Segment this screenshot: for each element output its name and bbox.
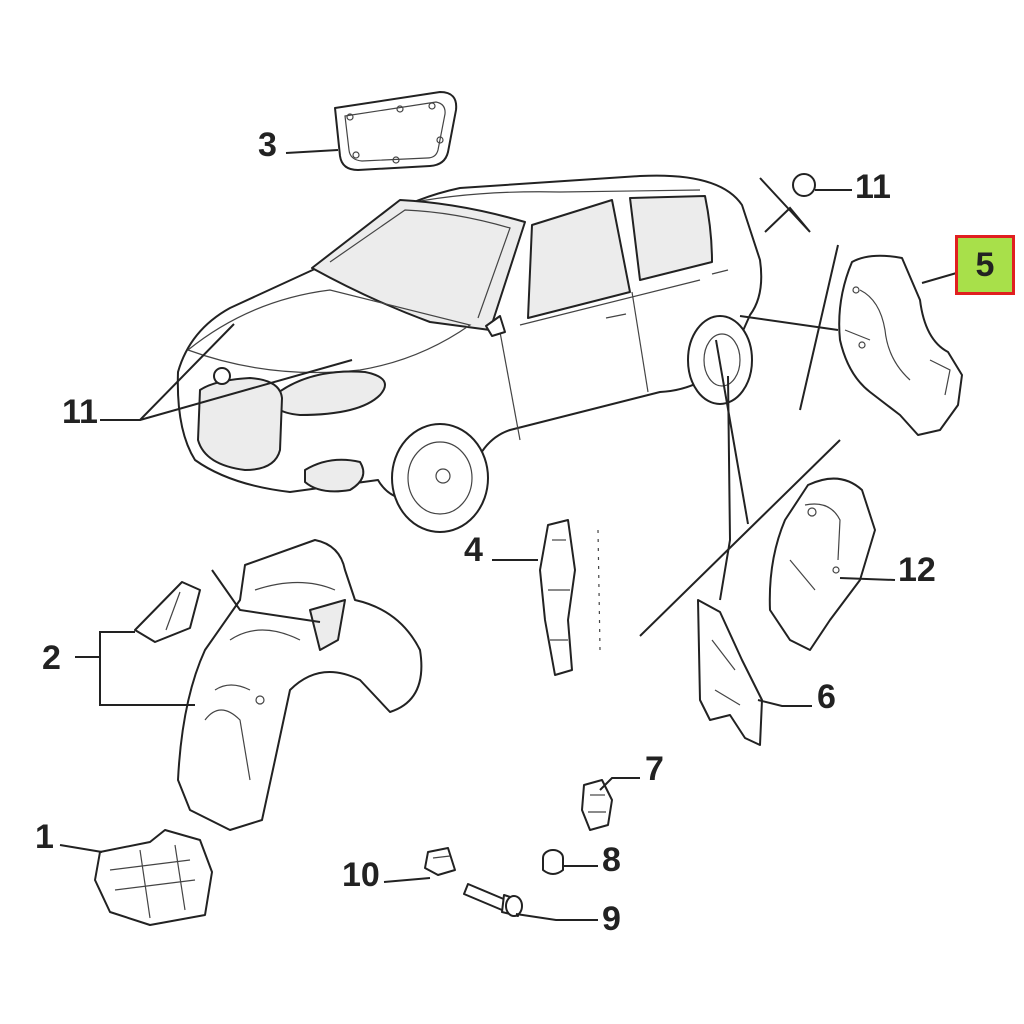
- callout-8: 8: [602, 841, 621, 879]
- callout-12: 12: [898, 551, 936, 589]
- callout-5-highlighted: 5: [955, 235, 1015, 295]
- callout-6: 6: [817, 678, 836, 716]
- part-12-rear-liner-alt: [768, 477, 876, 651]
- callout-2: 2: [42, 639, 61, 677]
- callout-4: 4: [464, 531, 483, 569]
- part-5-rear-liner: [838, 254, 963, 436]
- part-3-cover-plate: [334, 91, 458, 171]
- callout-5: 5: [975, 245, 995, 284]
- part-2-front-liner: [134, 539, 423, 831]
- part-10-push-clip: [424, 847, 456, 876]
- callout-11-top: 11: [855, 168, 891, 206]
- callout-9: 9: [602, 900, 621, 938]
- part-6-front-trim: [697, 599, 763, 746]
- part-4-bracket: [539, 519, 576, 676]
- callout-10: 10: [342, 856, 380, 894]
- part-8-bushing: [542, 849, 564, 875]
- part-1-underbody-shield: [94, 829, 213, 926]
- callout-11-left: 11: [62, 393, 98, 431]
- callout-1: 1: [35, 818, 54, 856]
- part-9-bolt: [463, 883, 523, 917]
- callout-7: 7: [645, 750, 664, 788]
- part-11-clip-top: [792, 173, 816, 197]
- callout-3: 3: [258, 126, 277, 164]
- part-7-clip-nut: [581, 779, 613, 831]
- car-illustration: [176, 174, 763, 533]
